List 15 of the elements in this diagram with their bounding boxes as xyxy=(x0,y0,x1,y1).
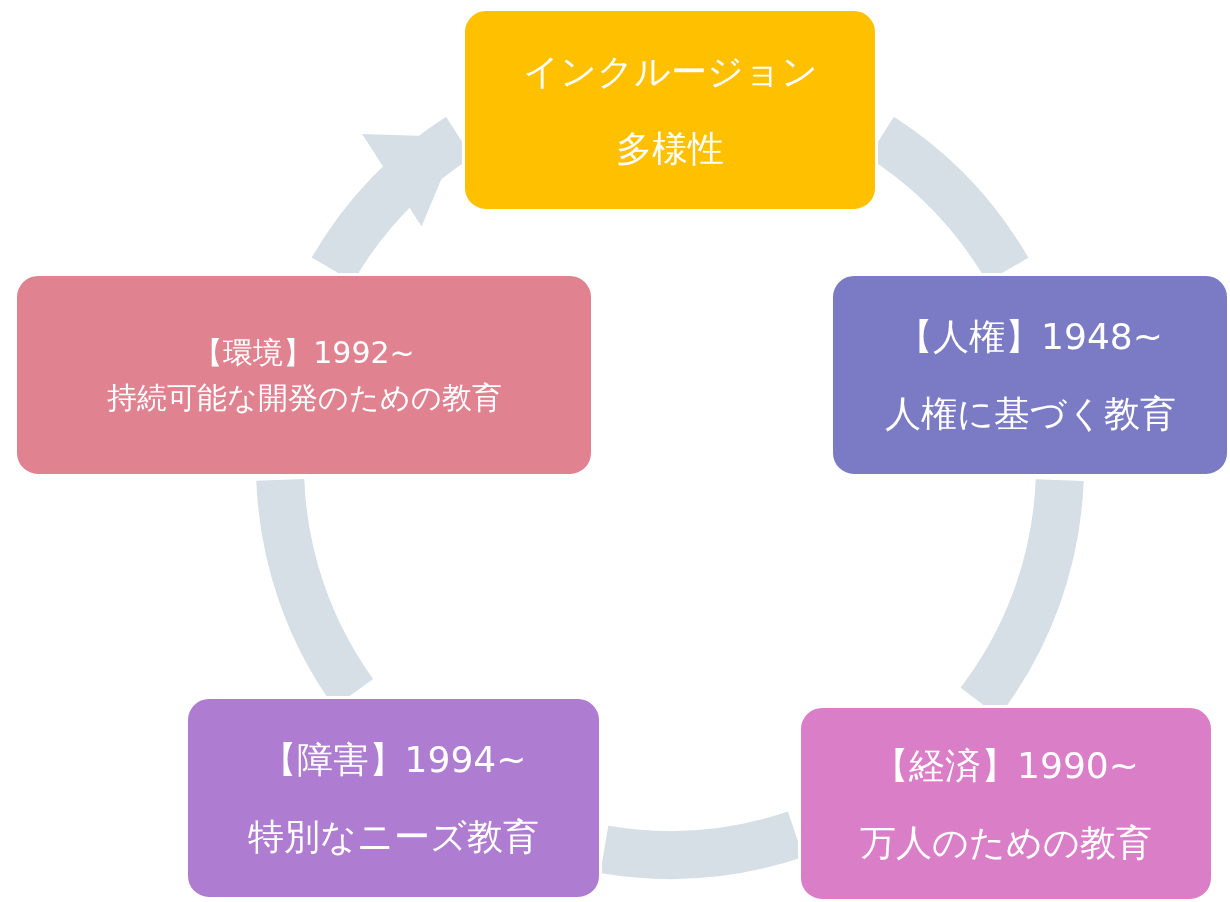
stage-heading: 【経済】1990~ xyxy=(873,743,1139,788)
cycle-stage-box xyxy=(185,696,602,900)
stage-text: 人権に基づく教育 xyxy=(884,392,1176,436)
stage-text: 特別なニーズ教育 xyxy=(248,815,539,859)
cycle-stage-box xyxy=(462,8,878,212)
stage-heading: 【人権】1948~ xyxy=(897,315,1163,359)
stage-text: 多様性 xyxy=(616,127,724,171)
cycle-stage-box xyxy=(830,273,1230,477)
cycle-stage-box xyxy=(14,273,594,477)
stage-text: 持続可能な開発のための教育 xyxy=(106,379,502,417)
stage-heading: 【障害】1994~ xyxy=(260,738,527,782)
stage-text: 万人のための教育 xyxy=(860,820,1152,865)
cycle-stage-box xyxy=(798,705,1214,902)
stage-heading: 【環境】1992~ xyxy=(193,333,415,371)
stage-heading: インクルージョン xyxy=(522,50,818,94)
